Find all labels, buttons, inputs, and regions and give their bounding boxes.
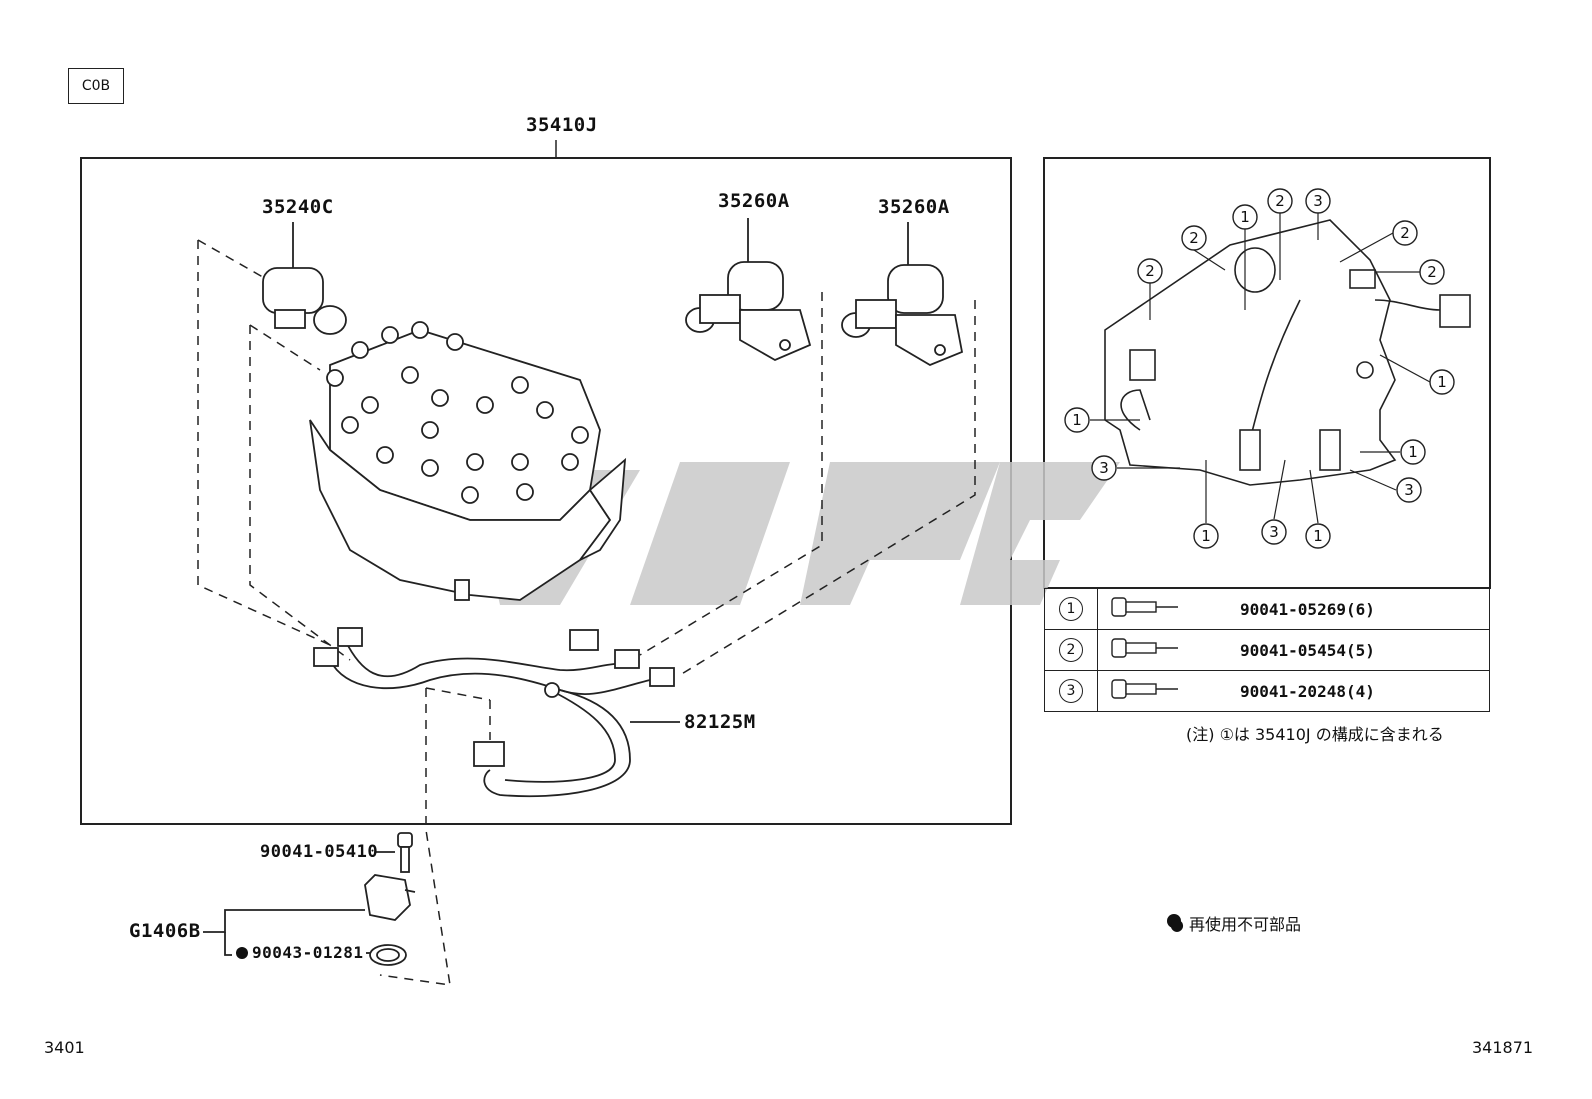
part-label-wire-harness: 82125M [684,711,756,733]
non-reusable-note: ● 再使用不可部品 [1170,915,1302,934]
svg-text:3: 3 [1269,523,1279,541]
assembly-label: 35410J [526,114,598,136]
part-label-sensor: G1406B [129,920,201,942]
footer-left: 3401 [44,1038,85,1057]
page-code: C0B [68,68,124,104]
svg-text:3: 3 [1404,481,1414,499]
legend-part: 90041-05269(6) [1240,599,1375,619]
part-label-solenoid-3: 35260A [878,196,950,218]
legend-part: 90041-20248(4) [1240,681,1375,701]
svg-text:1: 1 [1240,208,1250,226]
legend-row: 2 90041-05454(5) [1044,629,1490,671]
legend-num: 3 [1059,679,1083,703]
svg-text:2: 2 [1400,224,1410,242]
legend-row: 1 90041-05269(6) [1044,588,1490,630]
legend-num: 2 [1059,638,1083,662]
legend-note: (注) ①は 35410J の構成に含まれる [1186,725,1444,744]
bolt-legend-table: 1 90041-05269(6) 2 90041-05454(5) 3 9004… [1044,588,1490,712]
part-label-bolt: 90041-05410 [260,842,379,862]
footer-right: 341871 [1472,1038,1534,1057]
svg-text:1: 1 [1072,411,1082,429]
svg-text:2: 2 [1145,262,1155,280]
part-label-solenoid-1: 35240C [262,196,334,218]
svg-text:3: 3 [1313,192,1323,210]
svg-text:2: 2 [1427,263,1437,281]
svg-text:1: 1 [1201,527,1211,545]
watermark [470,462,1120,605]
part-label-oring: 90043-01281 [252,943,364,962]
svg-text:1: 1 [1408,443,1418,461]
svg-text:1: 1 [1437,373,1447,391]
svg-text:1: 1 [1313,527,1323,545]
svg-text:2: 2 [1189,229,1199,247]
legend-row: 3 90041-20248(4) [1044,670,1490,712]
svg-text:2: 2 [1275,192,1285,210]
part-label-solenoid-2: 35260A [718,190,790,212]
legend-part: 90041-05454(5) [1240,640,1375,660]
legend-dot [1167,914,1181,928]
svg-text:3: 3 [1099,459,1109,477]
non-reusable-dot [236,947,248,959]
legend-num: 1 [1059,597,1083,621]
